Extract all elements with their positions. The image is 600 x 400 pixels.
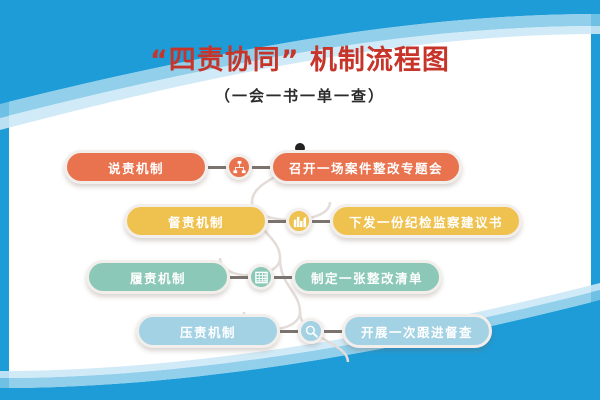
action-pill[interactable]: 召开一场案件整改专题会 bbox=[270, 150, 463, 184]
connector-stem bbox=[312, 219, 330, 223]
flow-row: 履责机制 制定一张整改清单 bbox=[86, 258, 443, 296]
flow-diagram: 说责机制 召开一场案件整改专题会 督责机制 bbox=[0, 140, 600, 380]
mechanism-pill[interactable]: 说责机制 bbox=[64, 150, 208, 184]
action-pill[interactable]: 制定一张整改清单 bbox=[292, 260, 443, 294]
flow-row: 督责机制 下发一份纪检监察建议书 bbox=[124, 202, 523, 240]
connector-stem bbox=[324, 329, 342, 333]
connector-stem bbox=[208, 165, 226, 169]
title-block: “四责协同” 机制流程图 （一会一书一单一查） bbox=[0, 44, 600, 106]
mechanism-pill[interactable]: 督责机制 bbox=[124, 204, 268, 238]
action-pill[interactable]: 下发一份纪检监察建议书 bbox=[330, 204, 523, 238]
magnifier-icon[interactable] bbox=[298, 318, 324, 344]
grid-list-icon[interactable] bbox=[248, 264, 274, 290]
action-pill[interactable]: 开展一次跟进督查 bbox=[342, 314, 493, 348]
connector-stem bbox=[280, 329, 298, 333]
connector-stem bbox=[252, 165, 270, 169]
connector-stem bbox=[230, 275, 248, 279]
connector-stem bbox=[268, 219, 286, 223]
poster-title: “四责协同” 机制流程图 bbox=[150, 45, 450, 76]
org-chart-icon[interactable] bbox=[226, 154, 252, 180]
connector-stem bbox=[274, 275, 292, 279]
mechanism-pill[interactable]: 履责机制 bbox=[86, 260, 230, 294]
bar-chart-document-icon[interactable] bbox=[286, 208, 312, 234]
mechanism-pill[interactable]: 压责机制 bbox=[136, 314, 280, 348]
flow-row: 说责机制 召开一场案件整改专题会 bbox=[64, 148, 463, 186]
poster-subtitle: （一会一书一单一查） bbox=[214, 87, 385, 105]
flow-row: 压责机制 开展一次跟进督查 bbox=[136, 312, 493, 350]
